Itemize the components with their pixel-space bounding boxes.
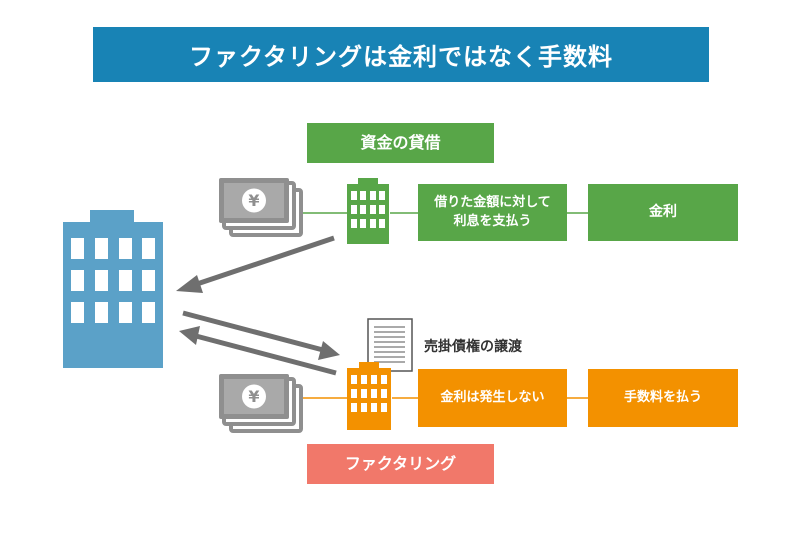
company-building-icon: [63, 210, 163, 372]
factoring-building-icon: [347, 362, 391, 434]
funding-arrow: [176, 235, 335, 293]
factoring-label: ファクタリング: [307, 444, 494, 484]
loan-label: 資金の貸借: [307, 123, 494, 163]
factoring-result-box: 手数料を払う: [588, 369, 738, 427]
receivable-transfer-arrow: [182, 310, 340, 360]
factoring-payment-arrow: [179, 326, 337, 376]
loan-result-box: 金利: [588, 184, 738, 241]
lender-building-icon: [347, 178, 389, 248]
loan-description-line1: 借りた金額に対して: [434, 194, 551, 210]
receivable-transfer-label: 売掛債権の譲渡: [424, 339, 522, 355]
page-title: ファクタリングは金利ではなく手数料: [93, 27, 709, 82]
loan-description-box: 借りた金額に対して 利息を支払う: [418, 184, 567, 241]
yen-symbol: ¥: [248, 387, 259, 406]
loan-description-line2: 利息を支払う: [453, 213, 532, 229]
factoring-description-box: 金利は発生しない: [418, 369, 567, 427]
yen-banknotes-icon: ¥: [217, 372, 305, 438]
yen-banknotes-icon: ¥: [217, 176, 305, 242]
yen-symbol: ¥: [248, 191, 259, 210]
